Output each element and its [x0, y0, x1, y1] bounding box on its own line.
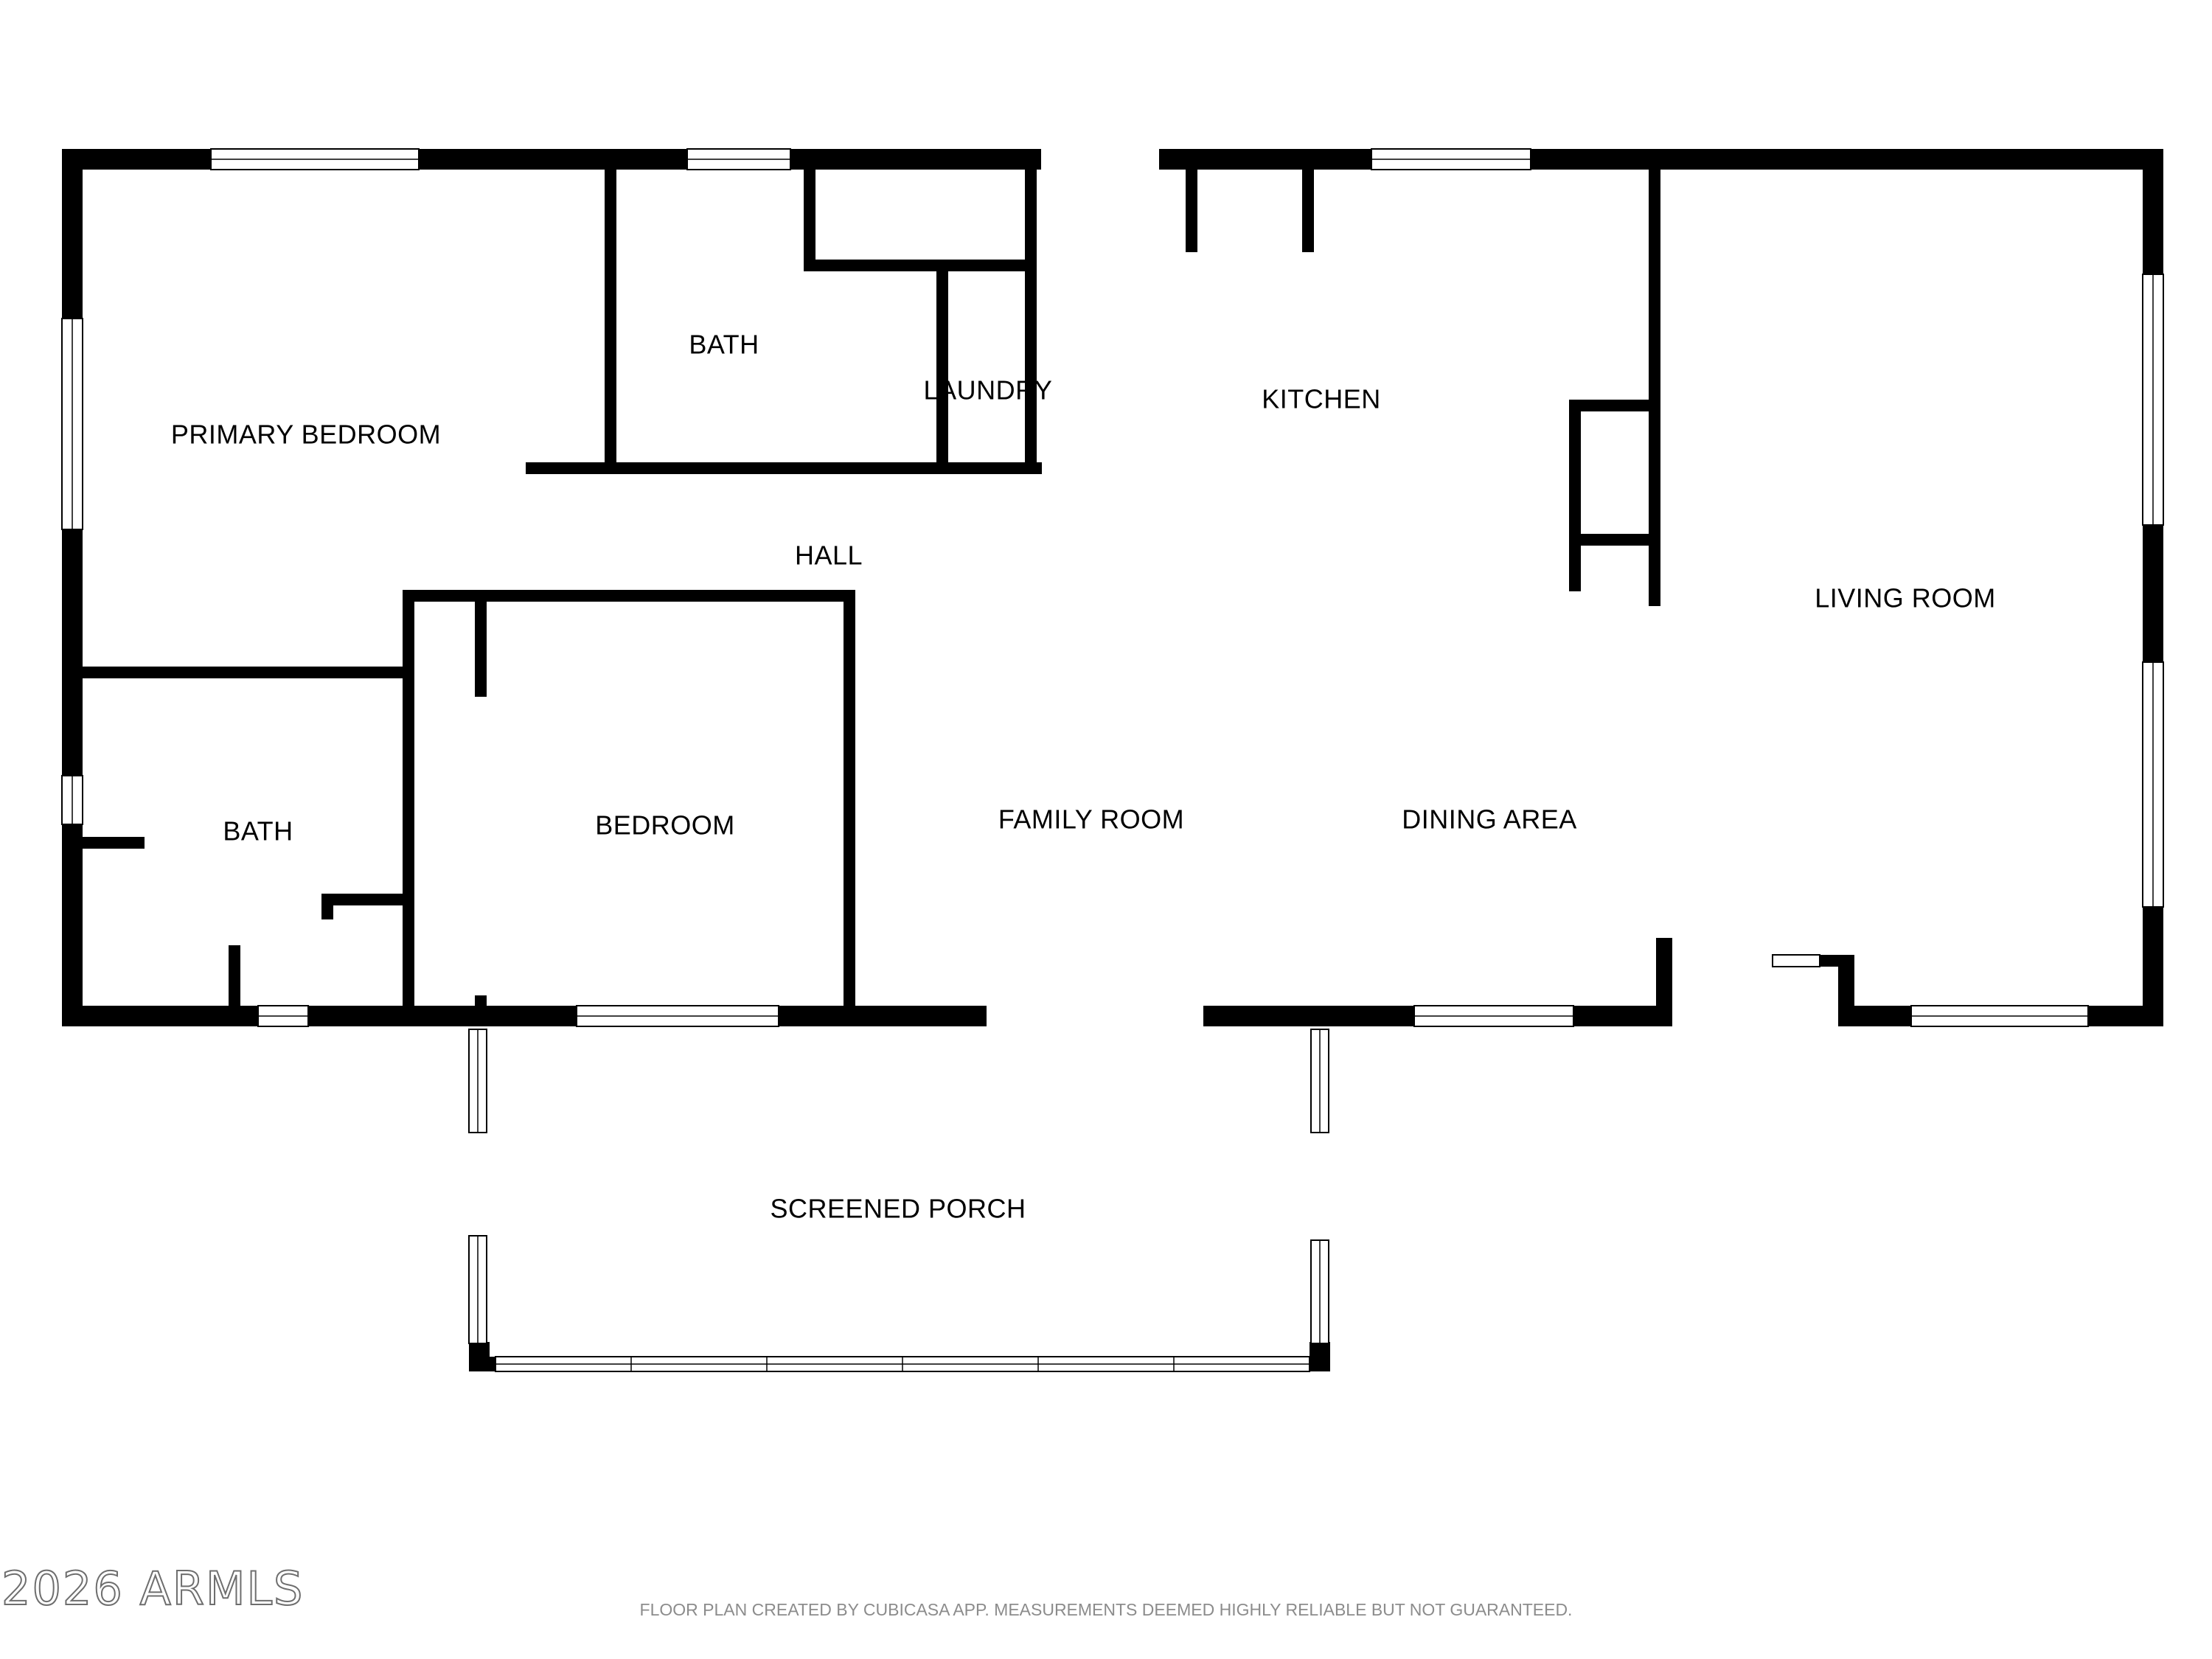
wall: [62, 667, 408, 678]
wall: [1302, 149, 1314, 252]
wall: [1649, 149, 1660, 606]
wall: [844, 590, 855, 1025]
room-label-hall: HALL: [795, 540, 863, 571]
room-label-primary-bedroom: PRIMARY BEDROOM: [171, 420, 441, 450]
wall: [1569, 400, 1581, 591]
room-labels: PRIMARY BEDROOM BATH LAUNDRY KITCHEN HAL…: [171, 330, 1996, 1224]
wall: [321, 894, 408, 905]
wall: [62, 837, 145, 849]
wall: [403, 590, 849, 602]
wall: [62, 1006, 1672, 1026]
window: [1041, 147, 1159, 171]
room-label-bedroom: BEDROOM: [595, 810, 735, 841]
wall: [804, 260, 1037, 271]
wall: [321, 894, 333, 919]
windows: [61, 147, 2164, 1372]
wall: [804, 149, 815, 271]
wall: [1569, 400, 1660, 411]
wall: [1838, 955, 1854, 1026]
room-label-family-room: FAMILY ROOM: [998, 804, 1184, 835]
room-label-kitchen: KITCHEN: [1262, 384, 1381, 414]
watermark: 2026 ARMLS: [1, 1561, 305, 1616]
walls: [62, 149, 2163, 1371]
room-label-living-room: LIVING ROOM: [1815, 583, 1996, 613]
wall: [62, 149, 83, 1026]
room-label-laundry: LAUNDRY: [924, 375, 1053, 406]
room-label-bath-upper: BATH: [689, 330, 759, 360]
room-label-bath-lower: BATH: [223, 816, 293, 846]
wall: [605, 149, 616, 473]
door-opening: [987, 1004, 1203, 1028]
wall: [526, 462, 1042, 474]
wall: [475, 995, 487, 1025]
wall: [1186, 149, 1197, 252]
wall: [1025, 149, 1037, 473]
wall: [1569, 534, 1660, 546]
wall: [1656, 938, 1672, 1026]
window: [1772, 954, 1820, 967]
wall: [403, 590, 414, 1025]
room-label-dining-area: DINING AREA: [1402, 804, 1577, 835]
wall: [936, 260, 948, 473]
room-label-screened-porch: SCREENED PORCH: [770, 1194, 1026, 1224]
footer-note: FLOOR PLAN CREATED BY CUBICASA APP. MEAS…: [639, 1600, 1573, 1619]
wall: [229, 945, 240, 1019]
wall: [1820, 955, 1854, 967]
wall: [475, 590, 487, 697]
